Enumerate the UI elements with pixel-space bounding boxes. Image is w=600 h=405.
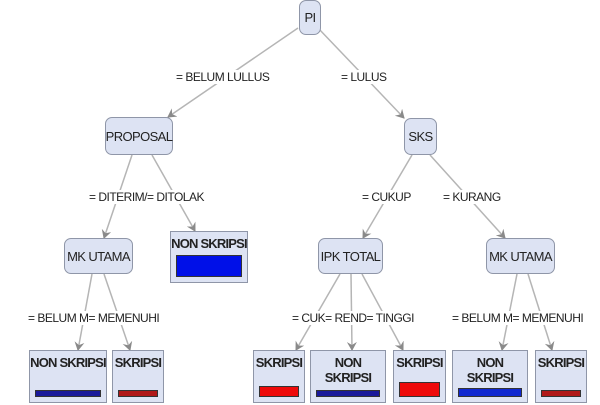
class-bar (541, 390, 581, 397)
node-label: PROPOSAL (105, 128, 173, 144)
node-pi[interactable]: PI (299, 0, 321, 35)
edge-label-kurang: = KURANG (443, 190, 501, 204)
leaf-non-skripsi[interactable]: NON SKRIPSI (310, 350, 386, 403)
node-mk-utama-right[interactable]: MK UTAMA (486, 238, 555, 274)
leaf-label: NON SKRIPSI (466, 355, 514, 385)
edge-label-mk-right: = BELUM M= MEMENUHI (452, 311, 584, 325)
leaf-label: NON SKRIPSI (171, 236, 248, 251)
class-bar (316, 390, 380, 397)
node-label: IPK TOTAL (320, 248, 381, 264)
class-bar (399, 382, 440, 397)
edge-label-ipk: = CUK= REND= TINGGI (292, 311, 414, 325)
node-label: MK UTAMA (67, 248, 130, 264)
leaf-non-skripsi[interactable]: NON SKRIPSI (29, 350, 107, 403)
leaf-label: SKRIPSI (114, 355, 162, 370)
leaf-skripsi[interactable]: SKRIPSI (112, 350, 164, 403)
leaf-non-skripsi[interactable]: NON SKRIPSI (452, 350, 528, 403)
edge-label-mk-left: = BELUM M= MEMENUHI (28, 311, 160, 325)
node-label: MK UTAMA (489, 248, 552, 264)
leaf-label: SKRIPSI (537, 355, 585, 370)
class-bar (118, 390, 158, 397)
class-bar (35, 390, 101, 397)
leaf-label: SKRIPSI (255, 355, 303, 370)
leaf-label: NON SKRIPSI (324, 355, 372, 385)
node-ipk-total[interactable]: IPK TOTAL (318, 238, 383, 274)
leaf-label: SKRIPSI (396, 355, 443, 370)
class-bar (458, 388, 522, 397)
node-label: PI (304, 10, 316, 25)
edge-label-diterima-ditolak: = DITERIM/= DITOLAK (89, 190, 204, 204)
leaf-label: NON SKRIPSI (30, 355, 107, 370)
leaf-skripsi[interactable]: SKRIPSI (253, 350, 305, 403)
leaf-skripsi[interactable]: SKRIPSI (535, 350, 587, 403)
edge-label-belum-lulus: = BELUM LULLUS (176, 70, 270, 84)
edge-label-lulus: = LULUS (341, 70, 387, 84)
class-bar (259, 386, 299, 397)
edge-label-cukup: = CUKUP (362, 190, 411, 204)
node-sks[interactable]: SKS (404, 118, 437, 155)
leaf-non-skripsi-ditolak[interactable]: NON SKRIPSI (170, 231, 248, 283)
class-bar (176, 255, 242, 277)
node-proposal[interactable]: PROPOSAL (105, 117, 173, 155)
node-label: SKS (408, 129, 433, 144)
leaf-skripsi[interactable]: SKRIPSI (393, 350, 446, 403)
node-mk-utama-left[interactable]: MK UTAMA (64, 238, 133, 274)
